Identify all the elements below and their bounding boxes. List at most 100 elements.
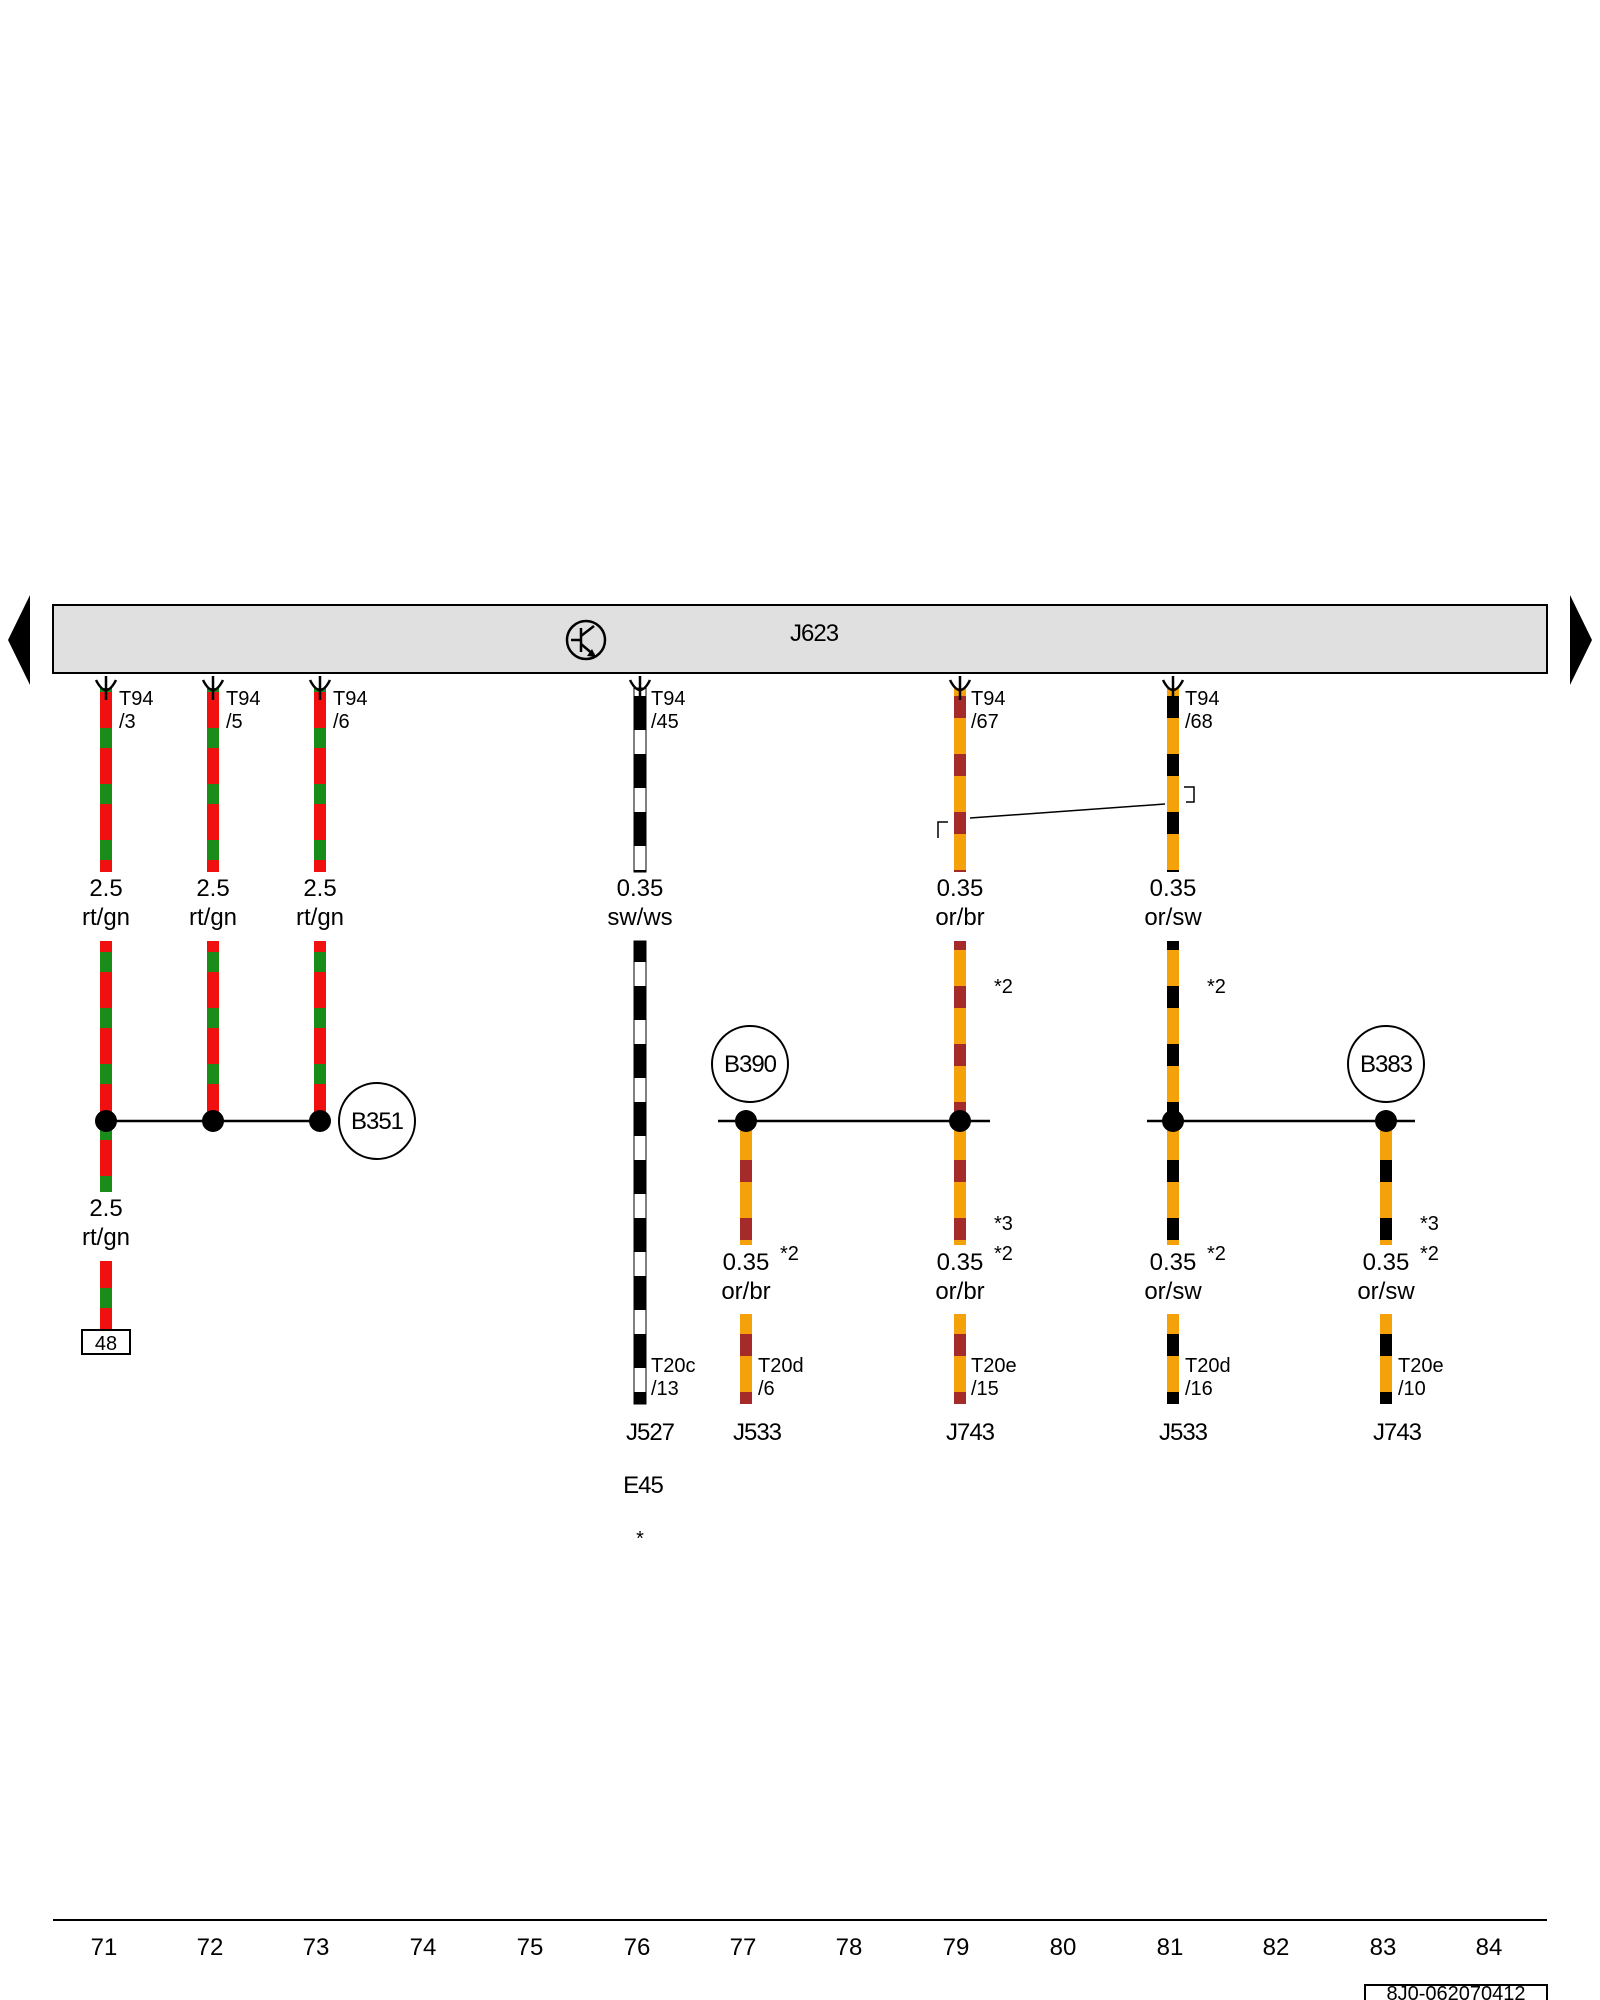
twisted-pair-marker [937,786,1195,838]
wire-label-79: 0.35 or/br [935,875,984,931]
svg-text:rt/gn: rt/gn [82,904,130,931]
svg-text:76: 76 [624,1934,651,1961]
svg-text:0.35: 0.35 [1150,875,1197,902]
svg-text:/68: /68 [1185,711,1213,733]
pin-label-77-bottom: T20d /6 [758,1355,804,1400]
svg-text:rt/gn: rt/gn [189,904,237,931]
component-j743-79[interactable]: J743 [946,1419,996,1446]
wire-label-81-lower: 0.35 or/sw [1144,1249,1202,1305]
svg-text:B383: B383 [1360,1051,1413,1078]
svg-text:B351: B351 [351,1108,404,1135]
note-79-star3: *3 [994,1213,1013,1235]
wire-81-top [1167,688,1179,872]
page-reference-48[interactable]: 48 [81,1329,131,1355]
svg-text:T94: T94 [1185,688,1219,710]
svg-text:75: 75 [517,1934,544,1961]
svg-text:T94: T94 [971,688,1005,710]
splice-nodes [95,1110,1397,1132]
pin-label-76: T94 /45 [651,688,685,733]
svg-text:78: 78 [836,1934,863,1961]
component-e45[interactable]: E45 [623,1472,664,1499]
pin-label-83-bottom: T20e /10 [1398,1355,1444,1400]
splice-b383[interactable]: B383 [1347,1025,1425,1103]
svg-text:82: 82 [1263,1934,1290,1961]
previous-page-arrow[interactable] [8,595,30,685]
svg-text:or/br: or/br [721,1278,770,1305]
svg-text:B390: B390 [724,1051,777,1078]
wire-77-mid [740,1121,752,1245]
svg-text:0.35: 0.35 [723,1249,770,1276]
svg-text:74: 74 [410,1934,437,1961]
splice-b351[interactable]: B351 [338,1082,416,1160]
svg-text:0.35: 0.35 [937,875,984,902]
pin-label-79: T94 /67 [971,688,1005,733]
svg-text:sw/ws: sw/ws [607,904,672,931]
wire-72-top [207,688,219,872]
svg-text:2.5: 2.5 [196,875,229,902]
ecu-label: J623 [790,620,839,647]
note-83-star3: *3 [1420,1213,1439,1235]
note-81-upper: *2 [1207,976,1226,998]
pin-label-72: T94 /5 [226,688,260,733]
wire-79-mid [954,941,966,1245]
wire-label-76: 0.35 sw/ws [607,875,672,931]
svg-text:T94: T94 [333,688,367,710]
svg-text:8J0-062070412: 8J0-062070412 [1386,1983,1525,2000]
next-page-arrow[interactable] [1570,595,1592,685]
svg-text:0.35: 0.35 [1363,1249,1410,1276]
wire-71-mid [100,941,112,1192]
svg-text:/15: /15 [971,1378,999,1400]
svg-text:or/sw: or/sw [1357,1278,1415,1305]
pin-label-76-bottom: T20c /13 [651,1355,695,1400]
note-79-upper: *2 [994,976,1013,998]
svg-text:or/br: or/br [935,1278,984,1305]
svg-text:T20c: T20c [651,1355,695,1377]
wire-label-73: 2.5 rt/gn [296,875,344,931]
svg-text:T20e: T20e [1398,1355,1444,1377]
svg-text:T94: T94 [651,688,685,710]
svg-text:72: 72 [197,1934,224,1961]
wire-72-mid [207,941,219,1121]
svg-text:71: 71 [91,1934,118,1961]
component-j533-81[interactable]: J533 [1159,1419,1209,1446]
svg-text:/6: /6 [758,1378,775,1400]
pin-label-81-bottom: T20d /16 [1185,1355,1231,1400]
column-numbers: 71 72 73 74 75 76 77 78 79 80 81 82 83 8… [91,1934,1503,1961]
wire-79-bottom [954,1314,966,1404]
svg-text:48: 48 [95,1333,117,1355]
svg-text:0.35: 0.35 [617,875,664,902]
pin-label-73: T94 /6 [333,688,367,733]
component-j527[interactable]: J527 [626,1419,676,1446]
svg-text:/5: /5 [226,711,243,733]
note-77-lower: *2 [780,1243,799,1265]
wire-76-long [633,940,647,1405]
wire-79-top [954,688,966,872]
document-id: 8J0-062070412 [1364,1983,1548,2000]
component-j533-77[interactable]: J533 [733,1419,783,1446]
svg-text:/6: /6 [333,711,350,733]
svg-text:83: 83 [1370,1934,1397,1961]
svg-text:rt/gn: rt/gn [296,904,344,931]
electronic-control-unit-icon [565,619,607,661]
pin-label-81: T94 /68 [1185,688,1219,733]
svg-text:/67: /67 [971,711,999,733]
wire-label-71-lower: 2.5 rt/gn [82,1195,130,1251]
wire-77-bottom [740,1314,752,1404]
wire-label-81: 0.35 or/sw [1144,875,1202,931]
svg-text:0.35: 0.35 [1150,1249,1197,1276]
pin-label-79-bottom: T20e /15 [971,1355,1017,1400]
wire-71-top [100,688,112,872]
svg-text:2.5: 2.5 [89,875,122,902]
splice-b390[interactable]: B390 [711,1025,789,1103]
svg-text:/45: /45 [651,711,679,733]
svg-text:T94: T94 [119,688,153,710]
svg-text:or/sw: or/sw [1144,1278,1202,1305]
wire-label-79-lower: 0.35 or/br [935,1249,984,1305]
wire-label-77-lower: 0.35 or/br [721,1249,770,1305]
wire-label-72: 2.5 rt/gn [189,875,237,931]
note-79-lower: *2 [994,1243,1013,1265]
component-j743-83[interactable]: J743 [1373,1419,1423,1446]
wire-83-mid [1380,1121,1392,1245]
svg-text:73: 73 [303,1934,330,1961]
wire-label-83-lower: 0.35 or/sw [1357,1249,1415,1305]
